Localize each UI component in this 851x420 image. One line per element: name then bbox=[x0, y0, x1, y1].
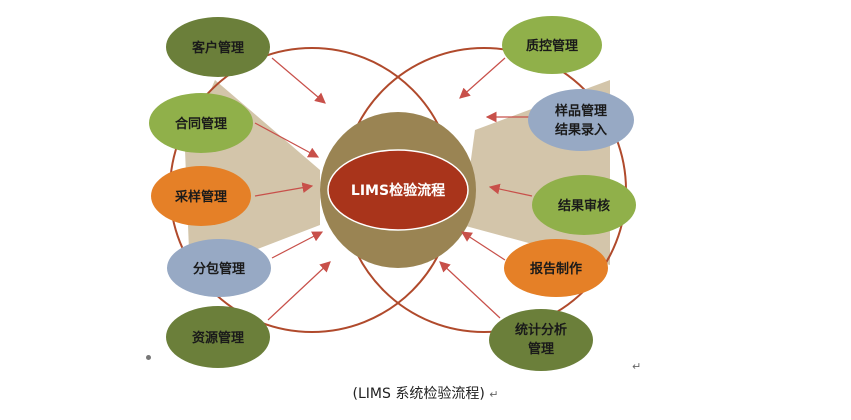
arrow-statistics bbox=[439, 261, 501, 319]
node-label: 资源管理 bbox=[192, 330, 244, 346]
node-ellipse bbox=[489, 309, 593, 371]
paragraph-mark: ↵ bbox=[632, 360, 642, 373]
node-label: 报告制作 bbox=[530, 261, 582, 277]
arrow-subcontract bbox=[271, 231, 324, 259]
node-label-line1: 样品管理 bbox=[555, 103, 607, 119]
right-node-sample-result: 样品管理 结果录入 bbox=[528, 89, 634, 151]
node-label-line1: 统计分析 bbox=[515, 322, 567, 338]
node-label-line2: 管理 bbox=[528, 341, 554, 357]
arrow-resource bbox=[267, 261, 331, 321]
node-ellipse bbox=[166, 17, 270, 77]
left-arrows bbox=[254, 57, 331, 321]
node-label-line2: 结果录入 bbox=[555, 122, 607, 138]
diagram-caption: (LIMS 系统检验流程) ↵ bbox=[0, 383, 851, 403]
node-label: 质控管理 bbox=[526, 38, 578, 54]
left-node-customer: 客户管理 bbox=[166, 17, 270, 77]
arrow-review bbox=[488, 183, 533, 197]
node-ellipse bbox=[151, 166, 251, 226]
left-node-resource: 资源管理 bbox=[166, 306, 270, 368]
node-ellipse bbox=[149, 93, 253, 153]
center-label: LIMS检验流程 bbox=[351, 182, 445, 199]
right-arrows bbox=[439, 57, 533, 319]
bullet-dot bbox=[146, 355, 151, 360]
node-label: 结果审核 bbox=[558, 198, 610, 214]
right-node-qc: 质控管理 bbox=[502, 16, 602, 74]
node-ellipse bbox=[167, 239, 271, 297]
node-ellipse bbox=[166, 306, 270, 368]
left-node-sampling: 采样管理 bbox=[151, 166, 251, 226]
right-node-statistics: 统计分析 管理 bbox=[489, 309, 593, 371]
node-label: 分包管理 bbox=[193, 261, 245, 277]
arrow-contract bbox=[254, 122, 320, 158]
node-ellipse bbox=[532, 175, 636, 235]
center-inner-ellipse bbox=[327, 149, 469, 231]
node-ellipse bbox=[504, 239, 608, 297]
node-ellipse bbox=[502, 16, 602, 74]
paragraph-mark: ↵ bbox=[489, 388, 499, 401]
arrow-qc bbox=[459, 57, 506, 99]
left-node-subcontract: 分包管理 bbox=[167, 239, 271, 297]
node-label: 合同管理 bbox=[175, 116, 227, 132]
arrow-sampling bbox=[254, 182, 314, 197]
node-label: 采样管理 bbox=[174, 189, 227, 205]
arrow-customer bbox=[271, 57, 326, 104]
node-label: 客户管理 bbox=[192, 40, 244, 56]
left-node-contract: 合同管理 bbox=[149, 93, 253, 153]
right-node-report: 报告制作 bbox=[504, 239, 608, 297]
arrow-report bbox=[460, 231, 506, 261]
caption-text: (LIMS 系统检验流程) bbox=[352, 386, 485, 402]
node-ellipse bbox=[528, 89, 634, 151]
right-node-review: 结果审核 bbox=[532, 175, 636, 235]
